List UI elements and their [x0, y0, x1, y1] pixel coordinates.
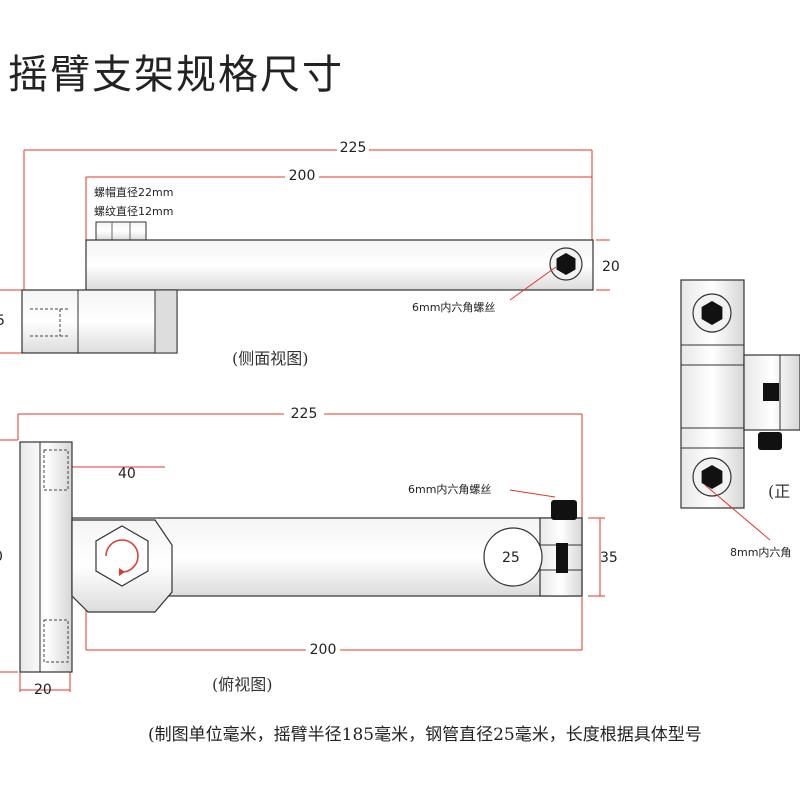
- side-arm: [85, 239, 594, 291]
- side-screw-label: 6mm内六角螺丝: [412, 300, 495, 314]
- footnote: (制图单位毫米，摇臂半径185毫米，钢管直径25毫米，长度根据具体型号: [148, 725, 702, 745]
- front-screw-label: 8mm内六角: [730, 545, 791, 559]
- side-clamp-block: [21, 289, 178, 354]
- top-dim-total: 225: [291, 406, 318, 422]
- top-view-caption: (俯视图): [212, 675, 273, 694]
- front-view-caption: (正: [768, 482, 790, 501]
- thread-diameter-label: 螺纹直径12mm: [94, 204, 173, 218]
- top-dim-block-width: 40: [118, 466, 136, 482]
- side-dim-left-cut: 5: [0, 313, 5, 329]
- side-dim-arm: 200: [289, 168, 316, 184]
- hex-bolt-icon: [95, 525, 149, 587]
- hex-icon: [701, 465, 723, 489]
- top-screw-head: [551, 500, 577, 520]
- side-dim-total: 225: [340, 140, 367, 156]
- side-view-caption: (侧面视图): [232, 349, 309, 368]
- side-view: 225 200 20 5 螺帽直径22mm 螺纹直径12mm 6mm内六角螺丝 …: [0, 139, 620, 368]
- rotate-arrow-icon: [105, 539, 139, 573]
- hex-icon: [701, 301, 723, 325]
- side-nut: [95, 221, 147, 241]
- top-base-plate: [19, 441, 73, 673]
- side-dimension-lines: [0, 149, 610, 354]
- top-dim-base-width: 20: [34, 682, 52, 698]
- top-dim-clamp-diameter: 25: [502, 550, 520, 566]
- top-dim-left-height: 0: [0, 549, 3, 565]
- page-title: 摇臂支架规格尺寸: [8, 52, 344, 98]
- top-view: 225 40 40 0 25 20 200 35 25 6mm内六角螺丝: [0, 404, 618, 698]
- top-screw-label: 6mm内六角螺丝: [408, 482, 491, 496]
- nut-diameter-label: 螺帽直径22mm: [94, 185, 173, 199]
- top-dim-arm: 200: [310, 642, 337, 658]
- side-dim-height: 20: [602, 259, 620, 275]
- hex-icon: [556, 253, 576, 275]
- front-view: (正 8mm内六角: [680, 279, 800, 559]
- top-clamp-ring: [483, 527, 543, 587]
- top-dim-clamp-height: 35: [600, 550, 618, 566]
